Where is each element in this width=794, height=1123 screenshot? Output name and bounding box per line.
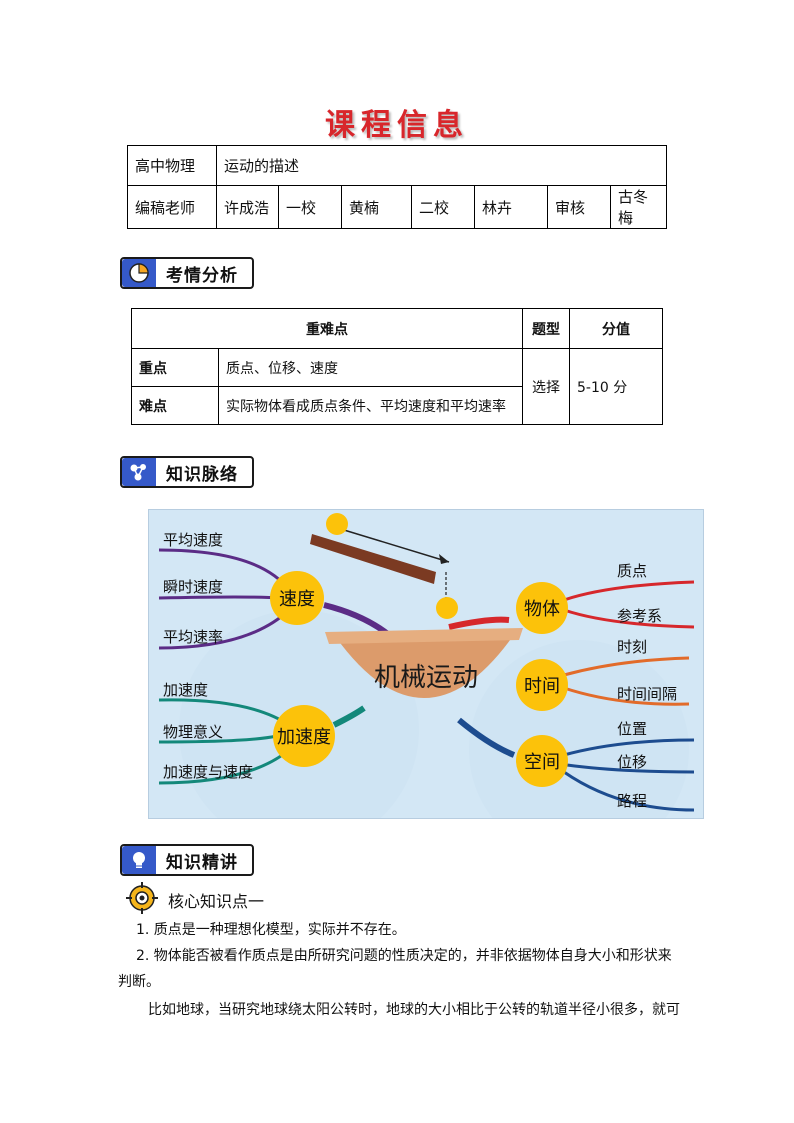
course-info-table: 高中物理 运动的描述 编稿老师 许成浩 一校 黄楠 二校 林卉 审核 古冬梅 (127, 145, 667, 229)
info-cell: 黄楠 (341, 185, 412, 229)
header-cell: 题型 (522, 308, 570, 349)
pie-chart-icon (122, 259, 156, 287)
info-cell: 古冬梅 (610, 185, 667, 229)
node-object (516, 582, 568, 634)
mind-map: 机械运动 速度 加速度 物体 时间 空间 平均速度 瞬时速度 平均速率 加速度 … (148, 509, 704, 819)
node-time-label: 时间 (524, 676, 560, 696)
center-node-label: 机械运动 (374, 662, 478, 692)
section-header-knowledge-map: 知识脉络 (120, 456, 254, 488)
row-content: 实际物体看成质点条件、平均速度和平均速率 (218, 386, 523, 425)
network-icon (122, 458, 156, 486)
info-cell: 二校 (411, 185, 475, 229)
lightbulb-icon (122, 846, 156, 874)
node-speed-label: 速度 (279, 589, 315, 609)
leaf-label: 平均速率 (163, 629, 223, 646)
analysis-table: 重难点 题型 分值 重点 质点、位移、速度 选择 5-10 分 难点 实际物体看… (131, 308, 663, 425)
row-content: 质点、位移、速度 (218, 348, 523, 387)
node-space (516, 735, 568, 787)
node-acceleration (273, 705, 335, 767)
row-label: 难点 (131, 386, 219, 425)
leaf-label: 路程 (617, 793, 647, 810)
target-icon (126, 882, 158, 918)
section-title: 考情分析 (166, 265, 238, 286)
header-cell: 重难点 (131, 308, 523, 349)
leaf-label: 位移 (617, 754, 647, 771)
node-space-label: 空间 (524, 752, 560, 772)
leaf-label: 位置 (617, 721, 647, 738)
core-point-label: 核心知识点一 (168, 892, 265, 911)
paragraph: 1. 质点是一种理想化模型，实际并不存在。 (136, 922, 406, 938)
leaf-label: 瞬时速度 (163, 579, 223, 596)
leaf-label: 质点 (617, 563, 647, 580)
info-cell: 林卉 (474, 185, 548, 229)
info-cell: 许成浩 (216, 185, 279, 229)
page-title: 课程信息 (325, 108, 469, 143)
question-type: 选择 (522, 348, 570, 425)
leaf-label: 时间间隔 (617, 686, 677, 703)
header-cell: 分值 (569, 308, 663, 349)
section-title: 知识脉络 (166, 464, 238, 485)
subject-cell: 高中物理 (127, 145, 217, 186)
section-header-analysis: 考情分析 (120, 257, 254, 289)
section-title: 知识精讲 (166, 852, 238, 873)
paragraph: 判断。 (118, 974, 160, 990)
core-point-heading: 核心知识点一 (126, 882, 264, 918)
paragraph: 2. 物体能否被看作质点是由所研究问题的性质决定的，并非依据物体自身大小和形状来 (136, 948, 672, 964)
leaf-label: 加速度 (163, 682, 208, 699)
leaf-label: 平均速度 (163, 532, 223, 549)
info-cell: 一校 (278, 185, 342, 229)
leaf-label: 加速度与速度 (163, 764, 253, 781)
leaf-label: 时刻 (617, 639, 647, 656)
section-header-knowledge-explain: 知识精讲 (120, 844, 254, 876)
node-accel-label: 加速度 (277, 727, 331, 747)
node-time (516, 659, 568, 711)
paragraph: 比如地球，当研究地球绕太阳公转时，地球的大小相比于公转的轨道半径小很多，就可 (148, 1002, 680, 1018)
node-object-label: 物体 (524, 599, 560, 619)
leaf-label: 物理意义 (163, 723, 223, 741)
row-label: 重点 (131, 348, 219, 387)
topic-cell: 运动的描述 (216, 145, 667, 186)
info-cell: 编稿老师 (127, 185, 217, 229)
leaf-label: 参考系 (617, 608, 662, 625)
score-value: 5-10 分 (569, 348, 663, 425)
info-cell: 审核 (547, 185, 611, 229)
node-speed (270, 571, 324, 625)
